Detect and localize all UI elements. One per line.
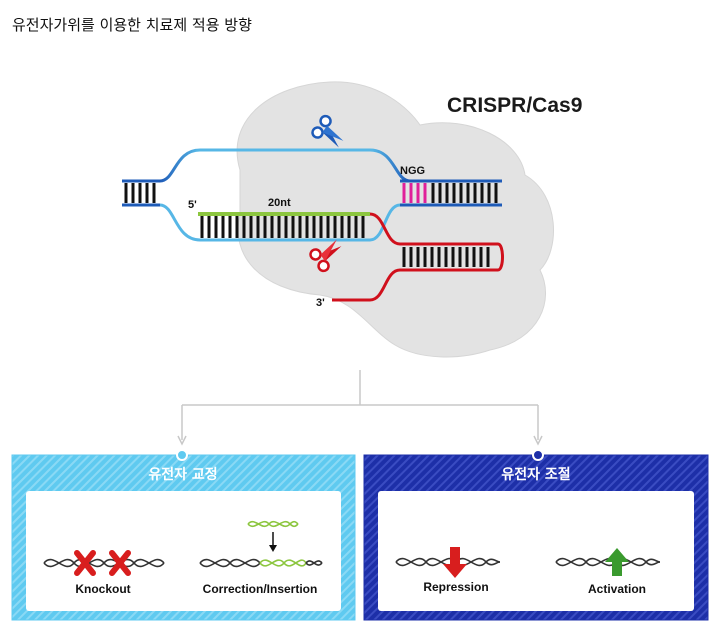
scissors-icon <box>311 114 344 148</box>
top-dna-strand <box>159 148 411 183</box>
activation-label: Activation <box>588 582 646 596</box>
three-prime-label: 3' <box>316 297 325 309</box>
knockout-label: Knockout <box>75 582 130 596</box>
bottom-dna-strand <box>159 203 401 242</box>
repression-arrow-icon <box>443 547 467 578</box>
knockout-x-icon <box>74 550 96 576</box>
knockout-x-icon <box>109 550 131 576</box>
dna-helix-icon <box>199 558 323 568</box>
scissors-icon <box>309 239 342 273</box>
connector-node <box>532 449 544 461</box>
repression-label: Repression <box>423 580 488 594</box>
page-title: 유전자가위를 이용한 치료제 적용 방향 <box>12 16 252 34</box>
panel-title: 유전자 조절 <box>501 466 570 483</box>
correction-insertion-label: Correction/Insertion <box>203 582 318 596</box>
scaffold-rna <box>332 212 504 302</box>
gene-editing-panel: 유전자 교정 Knockout Correc <box>11 449 356 621</box>
dna-helix-icon <box>43 558 165 568</box>
panel-title: 유전자 교정 <box>148 466 217 483</box>
scaffold-rungs <box>402 247 490 267</box>
right-dna-duplex <box>400 179 502 207</box>
activation-arrow-icon <box>605 548 629 576</box>
guide-length-label: 20nt <box>268 197 291 209</box>
insert-helix-icon <box>247 520 299 528</box>
connector-node <box>176 449 188 461</box>
pam-site <box>402 183 427 203</box>
gene-regulation-panel: 유전자 조절 Repression Activation <box>363 449 709 621</box>
five-prime-label: 5' <box>188 199 197 211</box>
crispr-title: CRISPR/Cas9 <box>447 94 582 117</box>
down-arrow-icon <box>269 532 277 552</box>
left-dna-duplex <box>122 179 160 207</box>
pam-label: NGG <box>400 165 425 177</box>
branch-connector <box>177 370 543 446</box>
guide-rna-spacer <box>198 212 370 238</box>
